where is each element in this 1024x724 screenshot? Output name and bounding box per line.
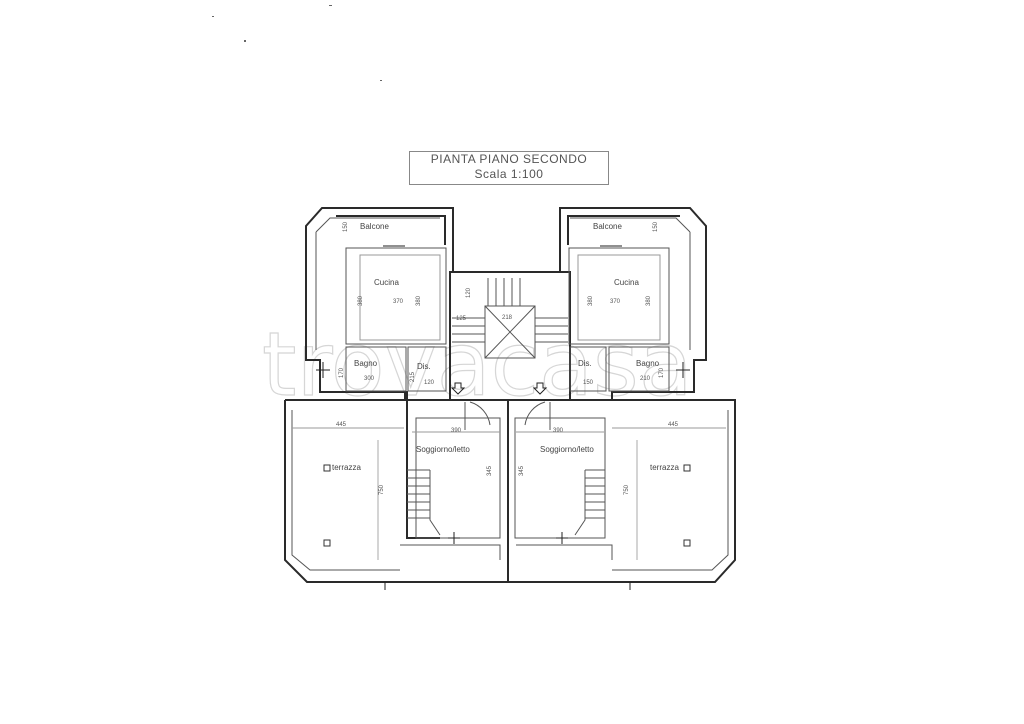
dim-380-l2: 380: [416, 295, 422, 306]
dim-380-r2: 380: [646, 295, 652, 306]
label-cucina-right: Cucina: [614, 278, 639, 287]
dim-150-right: 150: [653, 221, 659, 232]
label-terrazza-right: terrazza: [650, 463, 679, 472]
dim-345-l: 345: [487, 465, 493, 476]
dim-390-r: 390: [553, 428, 564, 434]
label-dis-right: Dis.: [578, 359, 592, 368]
dim-390-l: 390: [451, 428, 462, 434]
label-balcone-left: Balcone: [360, 222, 389, 231]
terrace-drains: [323, 464, 691, 547]
dim-370-l: 370: [393, 299, 404, 305]
scan-specks: [212, 5, 382, 81]
plan-title: PIANTA PIANO SECONDO: [430, 152, 588, 166]
plan-scale: Scala 1:100: [474, 167, 544, 181]
dim-218: 218: [502, 315, 513, 321]
label-cucina-left: Cucina: [374, 278, 399, 287]
dim-170-l: 170: [339, 367, 345, 378]
dim-215-l: 215: [410, 371, 416, 382]
dim-150-left: 150: [343, 221, 349, 232]
dim-750-r: 750: [624, 484, 630, 495]
dim-150-r: 150: [583, 380, 594, 386]
dim-445-l: 445: [336, 422, 347, 428]
dim-170-r: 170: [659, 367, 665, 378]
dim-120: 120: [466, 287, 472, 298]
label-bagno-left: Bagno: [354, 359, 378, 368]
window-marks: [316, 245, 690, 590]
label-bagno-right: Bagno: [636, 359, 660, 368]
dim-120-l: 120: [424, 380, 435, 386]
dim-750-l: 750: [379, 484, 385, 495]
plan-inner-lines: [291, 217, 729, 571]
dim-300-l: 300: [364, 376, 375, 382]
plan-walls: [284, 207, 736, 583]
dim-445-r: 445: [668, 422, 679, 428]
dim-210-r: 210: [640, 376, 651, 382]
plan-title-box: PIANTA PIANO SECONDO Scala 1:100: [409, 151, 609, 185]
label-soggiorno-right: Soggiorno/letto: [540, 445, 594, 454]
dim-125: 125: [456, 316, 467, 322]
label-balcone-right: Balcone: [593, 222, 622, 231]
entry-arrows: [450, 382, 548, 395]
dim-380-r1: 380: [588, 295, 594, 306]
dim-345-r: 345: [519, 465, 525, 476]
label-dis-left: Dis.: [417, 362, 431, 371]
dim-380-l1: 380: [358, 295, 364, 306]
label-terrazza-left: terrazza: [332, 463, 361, 472]
label-soggiorno-left: Soggiorno/letto: [416, 445, 470, 454]
dim-370-r: 370: [610, 299, 621, 305]
